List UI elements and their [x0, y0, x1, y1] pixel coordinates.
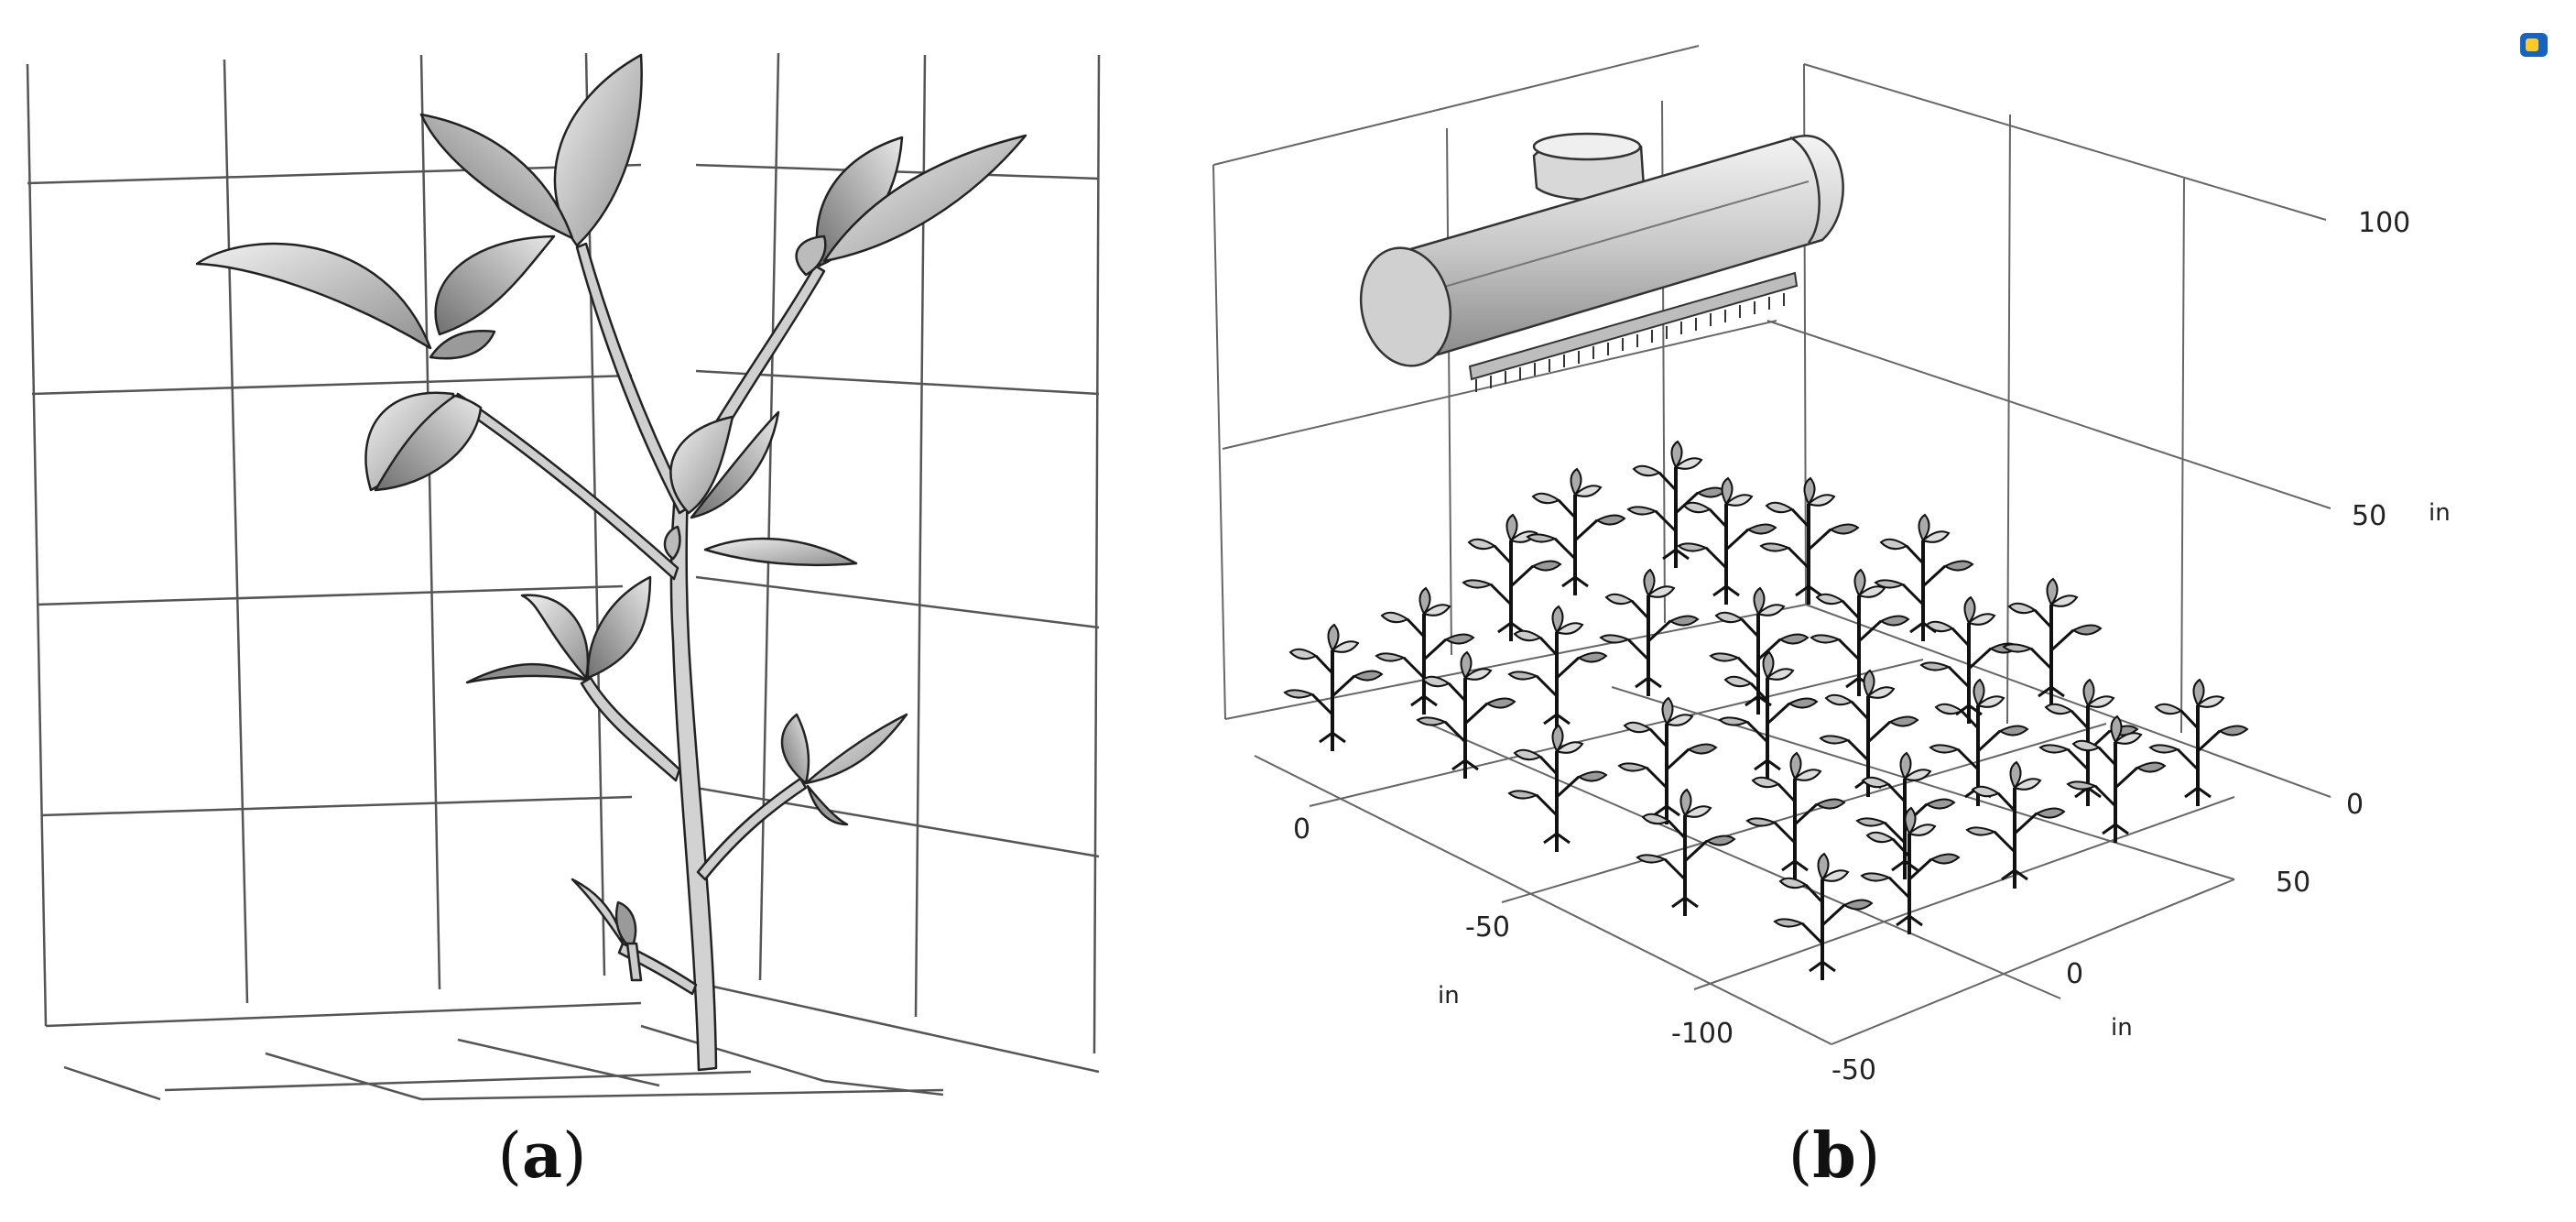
y-tick-minus50: -50	[1831, 1054, 1876, 1086]
field-plant	[1636, 788, 1736, 918]
leaf-mid-left-c	[465, 662, 588, 684]
x-tick-minus100: -100	[1671, 1018, 1734, 1050]
leaf-right-small	[795, 235, 827, 277]
y-tick-50: 50	[2276, 867, 2310, 899]
leaf-left-small	[429, 330, 496, 360]
leaf-left-big	[195, 242, 432, 350]
leaf-top-center	[553, 53, 643, 247]
leaf-bottom-a	[571, 878, 625, 945]
field-plant	[1507, 605, 1608, 735]
sprayer-model	[1359, 132, 1844, 392]
leaf-bottom-c	[625, 942, 643, 982]
leaf-right-big	[822, 134, 1027, 263]
leaf-center-mid	[669, 415, 734, 515]
field-plant	[1965, 760, 2066, 890]
branch-lower-left	[580, 676, 681, 782]
nozzle-row	[1468, 271, 1799, 392]
field-plant	[2066, 715, 2167, 845]
field-plant	[1617, 696, 1718, 826]
field-plant	[1283, 623, 1384, 753]
z-tick-100: 100	[2358, 207, 2410, 239]
branch-lower-right	[696, 777, 808, 881]
x-axis-unit: in	[1438, 982, 1460, 1009]
leaf-lower-right-a	[780, 713, 810, 785]
z-tick-0: 0	[2346, 789, 2364, 821]
leaf-center-left	[663, 525, 681, 561]
field-plant	[1626, 440, 1727, 570]
field-plant	[1773, 852, 1874, 982]
field-plant	[1507, 724, 1608, 854]
sprayer-end-cap	[1359, 246, 1452, 367]
field-plant	[1745, 751, 1846, 881]
sprayer-ridge	[1428, 180, 1810, 292]
leaf-lower-right-b	[804, 713, 908, 785]
leaf-mid-left-a	[520, 594, 590, 680]
panel-b-letter: b	[1812, 1119, 1856, 1193]
leaf-center-right	[703, 537, 858, 567]
field-plant	[2148, 678, 2249, 808]
leaf-left-upper	[434, 235, 556, 336]
field-plant	[1599, 568, 1700, 698]
x-tick-minus50: -50	[1465, 911, 1510, 944]
leaf-mid-left-b	[586, 575, 652, 680]
leaf-lower-right-c	[806, 784, 849, 826]
field-plant	[1462, 513, 1562, 643]
panel-a-caption: (a)	[497, 1119, 586, 1193]
panel-a: (a)	[26, 52, 1101, 1193]
field-plant	[1810, 568, 1910, 698]
x-tick-0: 0	[1293, 813, 1310, 846]
panel-a-letter: a	[522, 1119, 562, 1193]
field-plant	[1860, 806, 1961, 936]
panel-b: 100 50 0 in 0 -50 -100 in 50 0 -50 in	[1212, 45, 2451, 1193]
plant-model	[195, 53, 1027, 1072]
leaf-top-left	[419, 113, 574, 240]
app-logo-icon[interactable]	[2520, 33, 2548, 57]
sprayer-band	[1789, 136, 1821, 244]
z-axis-unit: in	[2429, 499, 2451, 527]
sprayer-inlet-top	[1532, 132, 1642, 161]
field-plant	[1919, 595, 2020, 726]
panel-b-caption: (b)	[1788, 1119, 1881, 1193]
leaf-bottom-b	[614, 900, 637, 950]
branch-upper-left	[575, 242, 690, 515]
y-axis-unit: in	[2111, 1014, 2133, 1042]
field-plant	[1526, 467, 1626, 597]
leaf-center-mid-b	[690, 410, 780, 519]
z-tick-50: 50	[2352, 500, 2386, 532]
leaf-left-lower-b	[374, 394, 483, 492]
y-tick-0: 0	[2066, 958, 2083, 990]
field-plant	[1718, 650, 1819, 780]
field-plant	[1759, 476, 1860, 606]
plant-field	[1283, 440, 2249, 982]
